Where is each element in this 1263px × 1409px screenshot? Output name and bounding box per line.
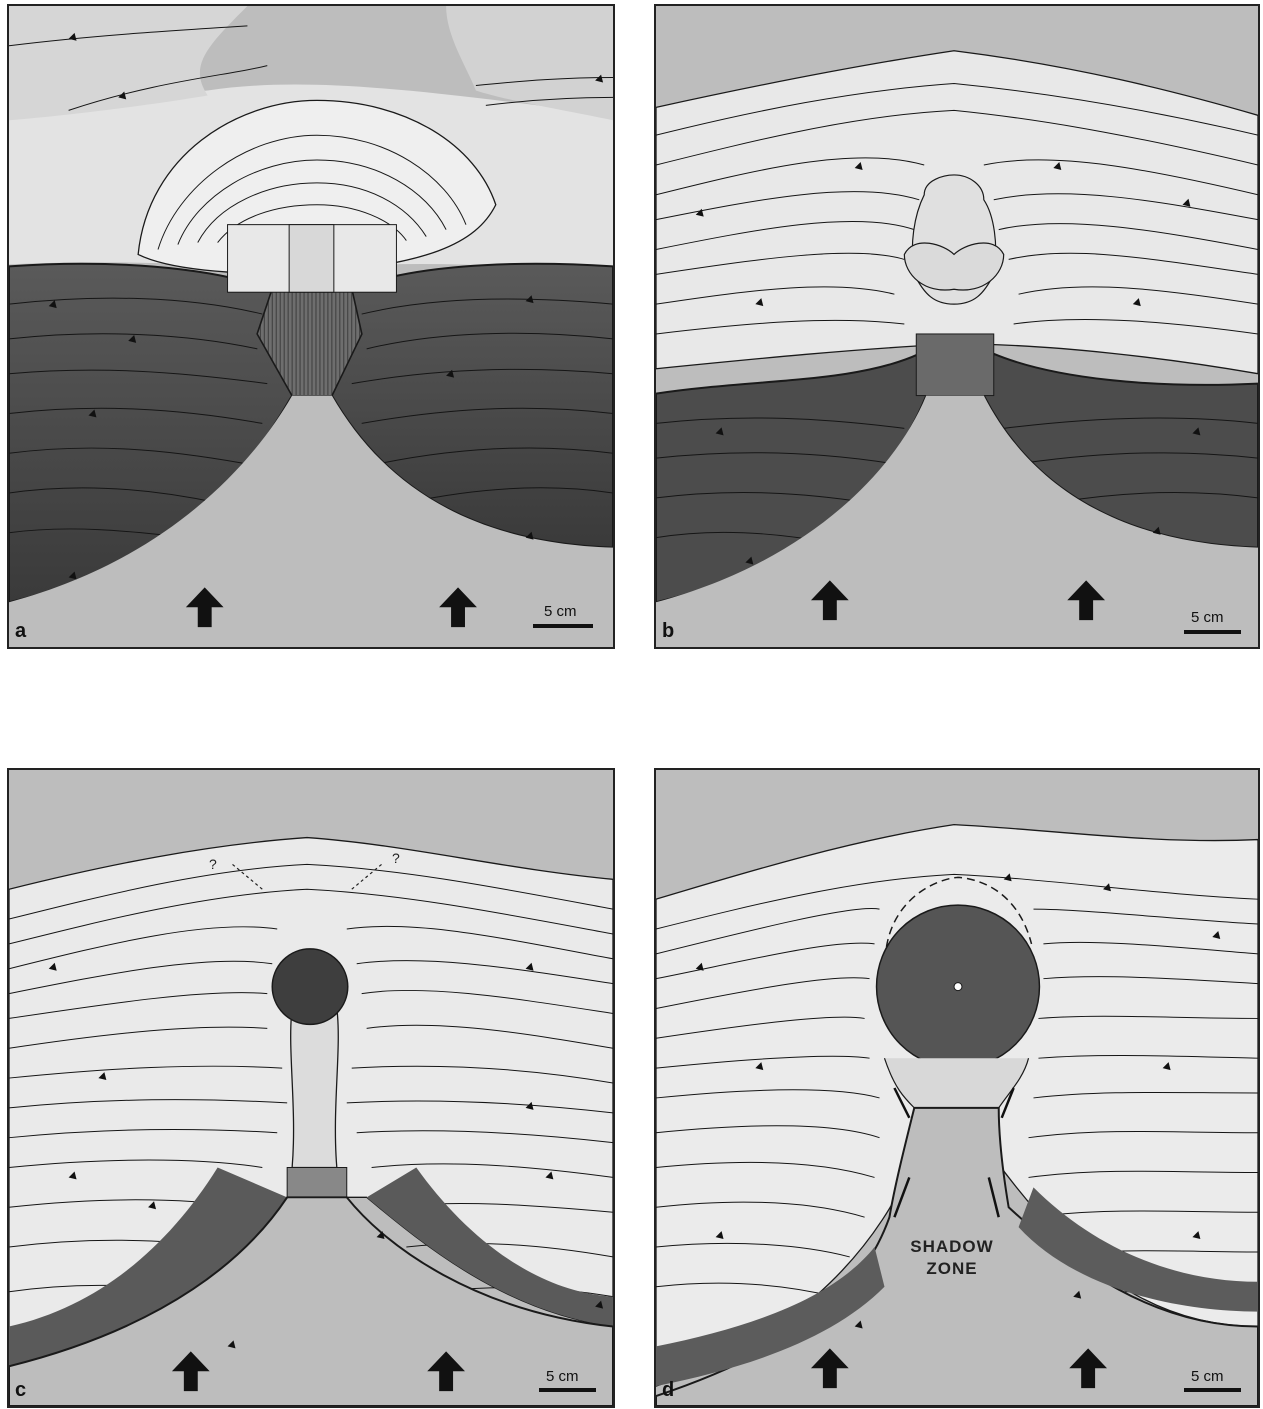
- panel-b-diagram: [656, 6, 1258, 647]
- panel-c-diagram: [9, 770, 613, 1406]
- scale-bar: [539, 1388, 596, 1392]
- panel-c: ? ? 5 cm c: [7, 768, 615, 1408]
- scale-bar: [533, 624, 593, 628]
- scale-label: 5 cm: [1191, 609, 1224, 626]
- panel-a-diagram: [9, 6, 613, 647]
- panel-b: 5 cm b: [654, 4, 1260, 649]
- panel-a: 5 cm a: [7, 4, 615, 649]
- shadow-zone-label: SHADOW ZONE: [892, 1236, 1012, 1280]
- scale-bar: [1184, 630, 1241, 634]
- panel-label-a: a: [15, 620, 26, 643]
- panel-d: SHADOW ZONE 5 cm d: [654, 768, 1260, 1408]
- panel-d-diagram: [656, 770, 1258, 1406]
- scale-bar: [1184, 1388, 1241, 1392]
- question-mark-right: ?: [392, 850, 400, 866]
- panel-label-b: b: [662, 620, 674, 643]
- scale-label: 5 cm: [544, 603, 577, 620]
- scale-label: 5 cm: [546, 1368, 579, 1385]
- scale-label: 5 cm: [1191, 1368, 1224, 1385]
- panel-label-c: c: [15, 1379, 26, 1402]
- panel-label-d: d: [662, 1379, 674, 1402]
- question-mark-left: ?: [209, 856, 217, 872]
